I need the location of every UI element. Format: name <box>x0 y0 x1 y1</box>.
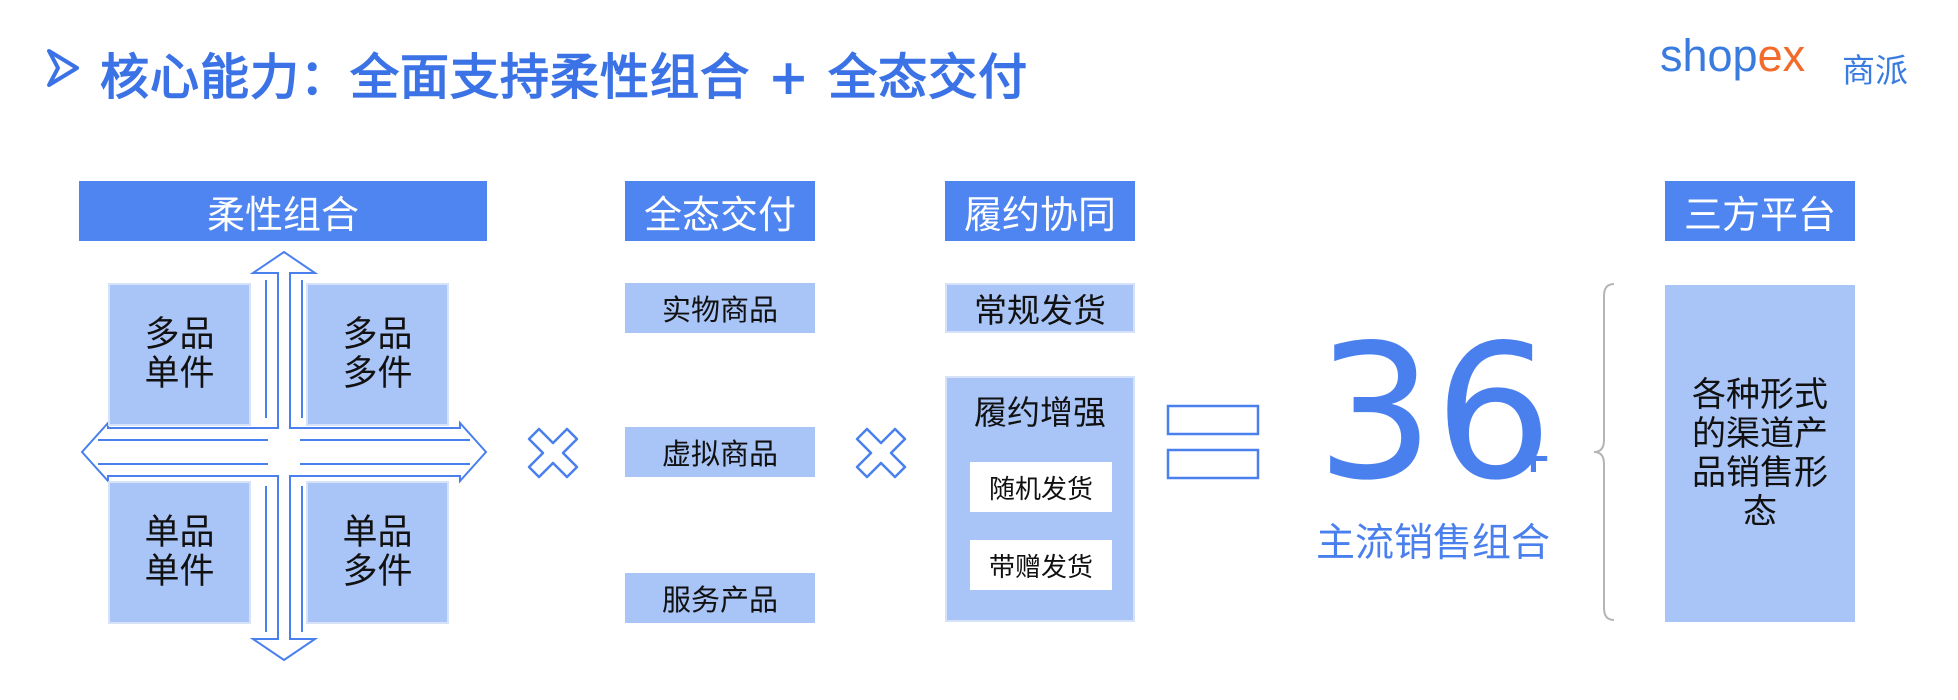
multiply-icon <box>855 427 907 479</box>
logo-chinese: 商派 <box>1842 51 1908 90</box>
multiply-icon <box>527 427 579 479</box>
quadrant-line-1: 单品 <box>342 512 413 553</box>
quadrant-line-2: 单件 <box>144 551 215 592</box>
quadrant-line-1: 多品 <box>144 314 215 355</box>
quadrant-single-product-single-piece: 单品 单件 <box>108 481 251 624</box>
quadrant-multi-product-single-piece: 多品 单件 <box>108 283 251 426</box>
fulfillment-header: 履约协同 <box>945 181 1135 241</box>
brace-icon <box>1593 283 1615 621</box>
result-label: 主流销售组合 <box>1316 521 1551 566</box>
quadrant-line-2: 多件 <box>342 353 413 394</box>
page-title: 核心能力：全面支持柔性组合 + 全态交付 <box>100 49 1029 106</box>
result-plus: + <box>1515 432 1552 483</box>
fulfillment-gift-shipping: 带赠发货 <box>970 540 1112 590</box>
delivery-item-service: 服务产品 <box>625 573 815 623</box>
fulfillment-random-shipping: 随机发货 <box>970 462 1112 512</box>
title-arrow-icon <box>47 49 79 87</box>
quadrant-line-1: 单品 <box>144 512 215 553</box>
fulfillment-enhanced-label: 履约增强 <box>974 393 1106 432</box>
quadrant-line-2: 多件 <box>342 551 413 592</box>
quadrant-multi-product-multi-piece: 多品 多件 <box>306 283 449 426</box>
quadrant-line-2: 单件 <box>144 353 215 394</box>
platform-content: 各种形式的渠道产品销售形态 <box>1665 285 1855 622</box>
logo: shopex <box>1660 30 1805 82</box>
logo-text: shopex <box>1660 30 1806 81</box>
cross-arrows-icon <box>80 250 488 662</box>
flex-combo-header: 柔性组合 <box>79 181 487 241</box>
quadrant-line-1: 多品 <box>342 314 413 355</box>
platform-header: 三方平台 <box>1665 181 1855 241</box>
delivery-item-virtual: 虚拟商品 <box>625 427 815 477</box>
equals-icon <box>1166 404 1260 480</box>
fulfillment-regular: 常规发货 <box>945 283 1135 333</box>
full-delivery-header: 全态交付 <box>625 181 815 241</box>
quadrant-single-product-multi-piece: 单品 多件 <box>306 481 449 624</box>
result-number: 36 <box>1316 304 1553 521</box>
delivery-item-physical: 实物商品 <box>625 283 815 333</box>
